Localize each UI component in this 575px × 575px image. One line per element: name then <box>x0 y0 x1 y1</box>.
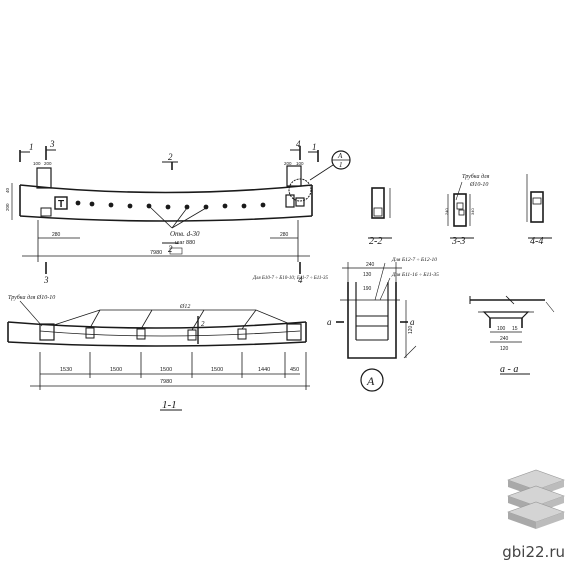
svg-text:15: 15 <box>512 326 518 332</box>
section-4-4-title: 4-4 <box>530 236 543 247</box>
plan-note: Трубка для Ø10-10 <box>8 294 55 301</box>
svg-text:1530: 1530 <box>60 367 72 373</box>
svg-text:200: 200 <box>284 161 292 166</box>
svg-text:200: 200 <box>44 161 52 166</box>
svg-text:4: 4 <box>298 275 303 285</box>
svg-text:1500: 1500 <box>110 367 122 373</box>
svg-text:1500: 1500 <box>160 367 172 373</box>
anchor-plate <box>54 196 68 210</box>
svg-text:Ø10-10: Ø10-10 <box>469 182 488 188</box>
svg-text:1440: 1440 <box>258 367 270 373</box>
svg-text:2: 2 <box>168 244 173 254</box>
svg-text:T: T <box>58 199 64 210</box>
detail-a-title: А <box>366 374 375 388</box>
hole-markers <box>75 200 266 210</box>
beam-plan: Ø12 Трубка для Ø10-10 1530 1500 1500 150… <box>7 294 310 411</box>
svg-text:40: 40 <box>5 187 10 193</box>
svg-text:200: 200 <box>5 203 10 211</box>
dim-left: 280 <box>52 232 61 238</box>
section-2-2-title: 2-2 <box>369 236 382 247</box>
section-3-3-title: 3-3 <box>451 236 465 247</box>
svg-text:450: 450 <box>290 367 299 373</box>
section-2-2: 2-2 <box>368 187 392 247</box>
svg-text:240: 240 <box>500 336 509 342</box>
site-logo-icon <box>507 469 565 529</box>
svg-text:100: 100 <box>497 326 506 332</box>
watermark-text: gbi22.ru <box>502 543 565 561</box>
svg-text:100: 100 <box>33 161 41 166</box>
svg-text:Для Б11-16 ÷ Б11-35: Для Б11-16 ÷ Б11-35 <box>391 272 439 278</box>
plan-length: 7980 <box>160 379 172 385</box>
section-mark-2: 2 <box>168 152 173 162</box>
svg-text:3: 3 <box>43 275 49 285</box>
svg-text:190: 190 <box>363 286 372 292</box>
section-a-a-title: а - а <box>500 364 518 375</box>
beam-elevation: T Отв. d-30 шаг 880 1 3 2 4 <box>5 139 351 285</box>
svg-text:120: 120 <box>408 325 414 334</box>
svg-text:а: а <box>327 317 332 327</box>
section-4-4: 4-4 <box>526 174 552 247</box>
section-3-3: Трубка для Ø10-10 240 340 3-3 <box>444 173 490 247</box>
svg-text:2: 2 <box>201 320 205 328</box>
hole-note: Отв. d-30 <box>170 230 200 238</box>
svg-text:240: 240 <box>444 208 449 215</box>
section-a-a: 100 15 240 120 а - а <box>469 295 555 375</box>
hole-pitch: шаг 880 <box>175 240 195 246</box>
detail-a: 240 130 190 Для Б12-7 ÷ Б12-10 Для Б11-1… <box>252 257 439 392</box>
svg-text:340: 340 <box>470 208 475 215</box>
callout-letter: А <box>337 152 343 160</box>
detail-a-marker <box>360 368 384 392</box>
section-1-1-title: 1-1 <box>162 399 177 411</box>
bar-note: Ø12 <box>179 304 190 310</box>
section-mark-1: 1 <box>29 142 34 152</box>
callout-sub: 1 <box>339 161 343 169</box>
svg-text:а: а <box>410 317 415 327</box>
section-mark-1b: 1 <box>312 142 317 152</box>
svg-text:Для Б10-7 ÷ Б10-10; Б11-7 ÷ Б1: Для Б10-7 ÷ Б10-10; Б11-7 ÷ Б11-35 <box>252 276 329 281</box>
s33-note: Трубка для <box>462 173 490 180</box>
svg-text:120: 120 <box>500 346 509 352</box>
dim-right: 280 <box>280 232 289 238</box>
svg-text:240: 240 <box>366 262 375 268</box>
svg-text:130: 130 <box>363 272 372 278</box>
svg-text:Для Б12-7 ÷ Б12-10: Для Б12-7 ÷ Б12-10 <box>391 257 437 263</box>
svg-text:1500: 1500 <box>211 367 223 373</box>
section-mark-4: 4 <box>296 139 301 149</box>
elevation-length: 7980 <box>150 250 162 256</box>
svg-text:100: 100 <box>296 161 304 166</box>
section-mark-3: 3 <box>49 139 55 149</box>
